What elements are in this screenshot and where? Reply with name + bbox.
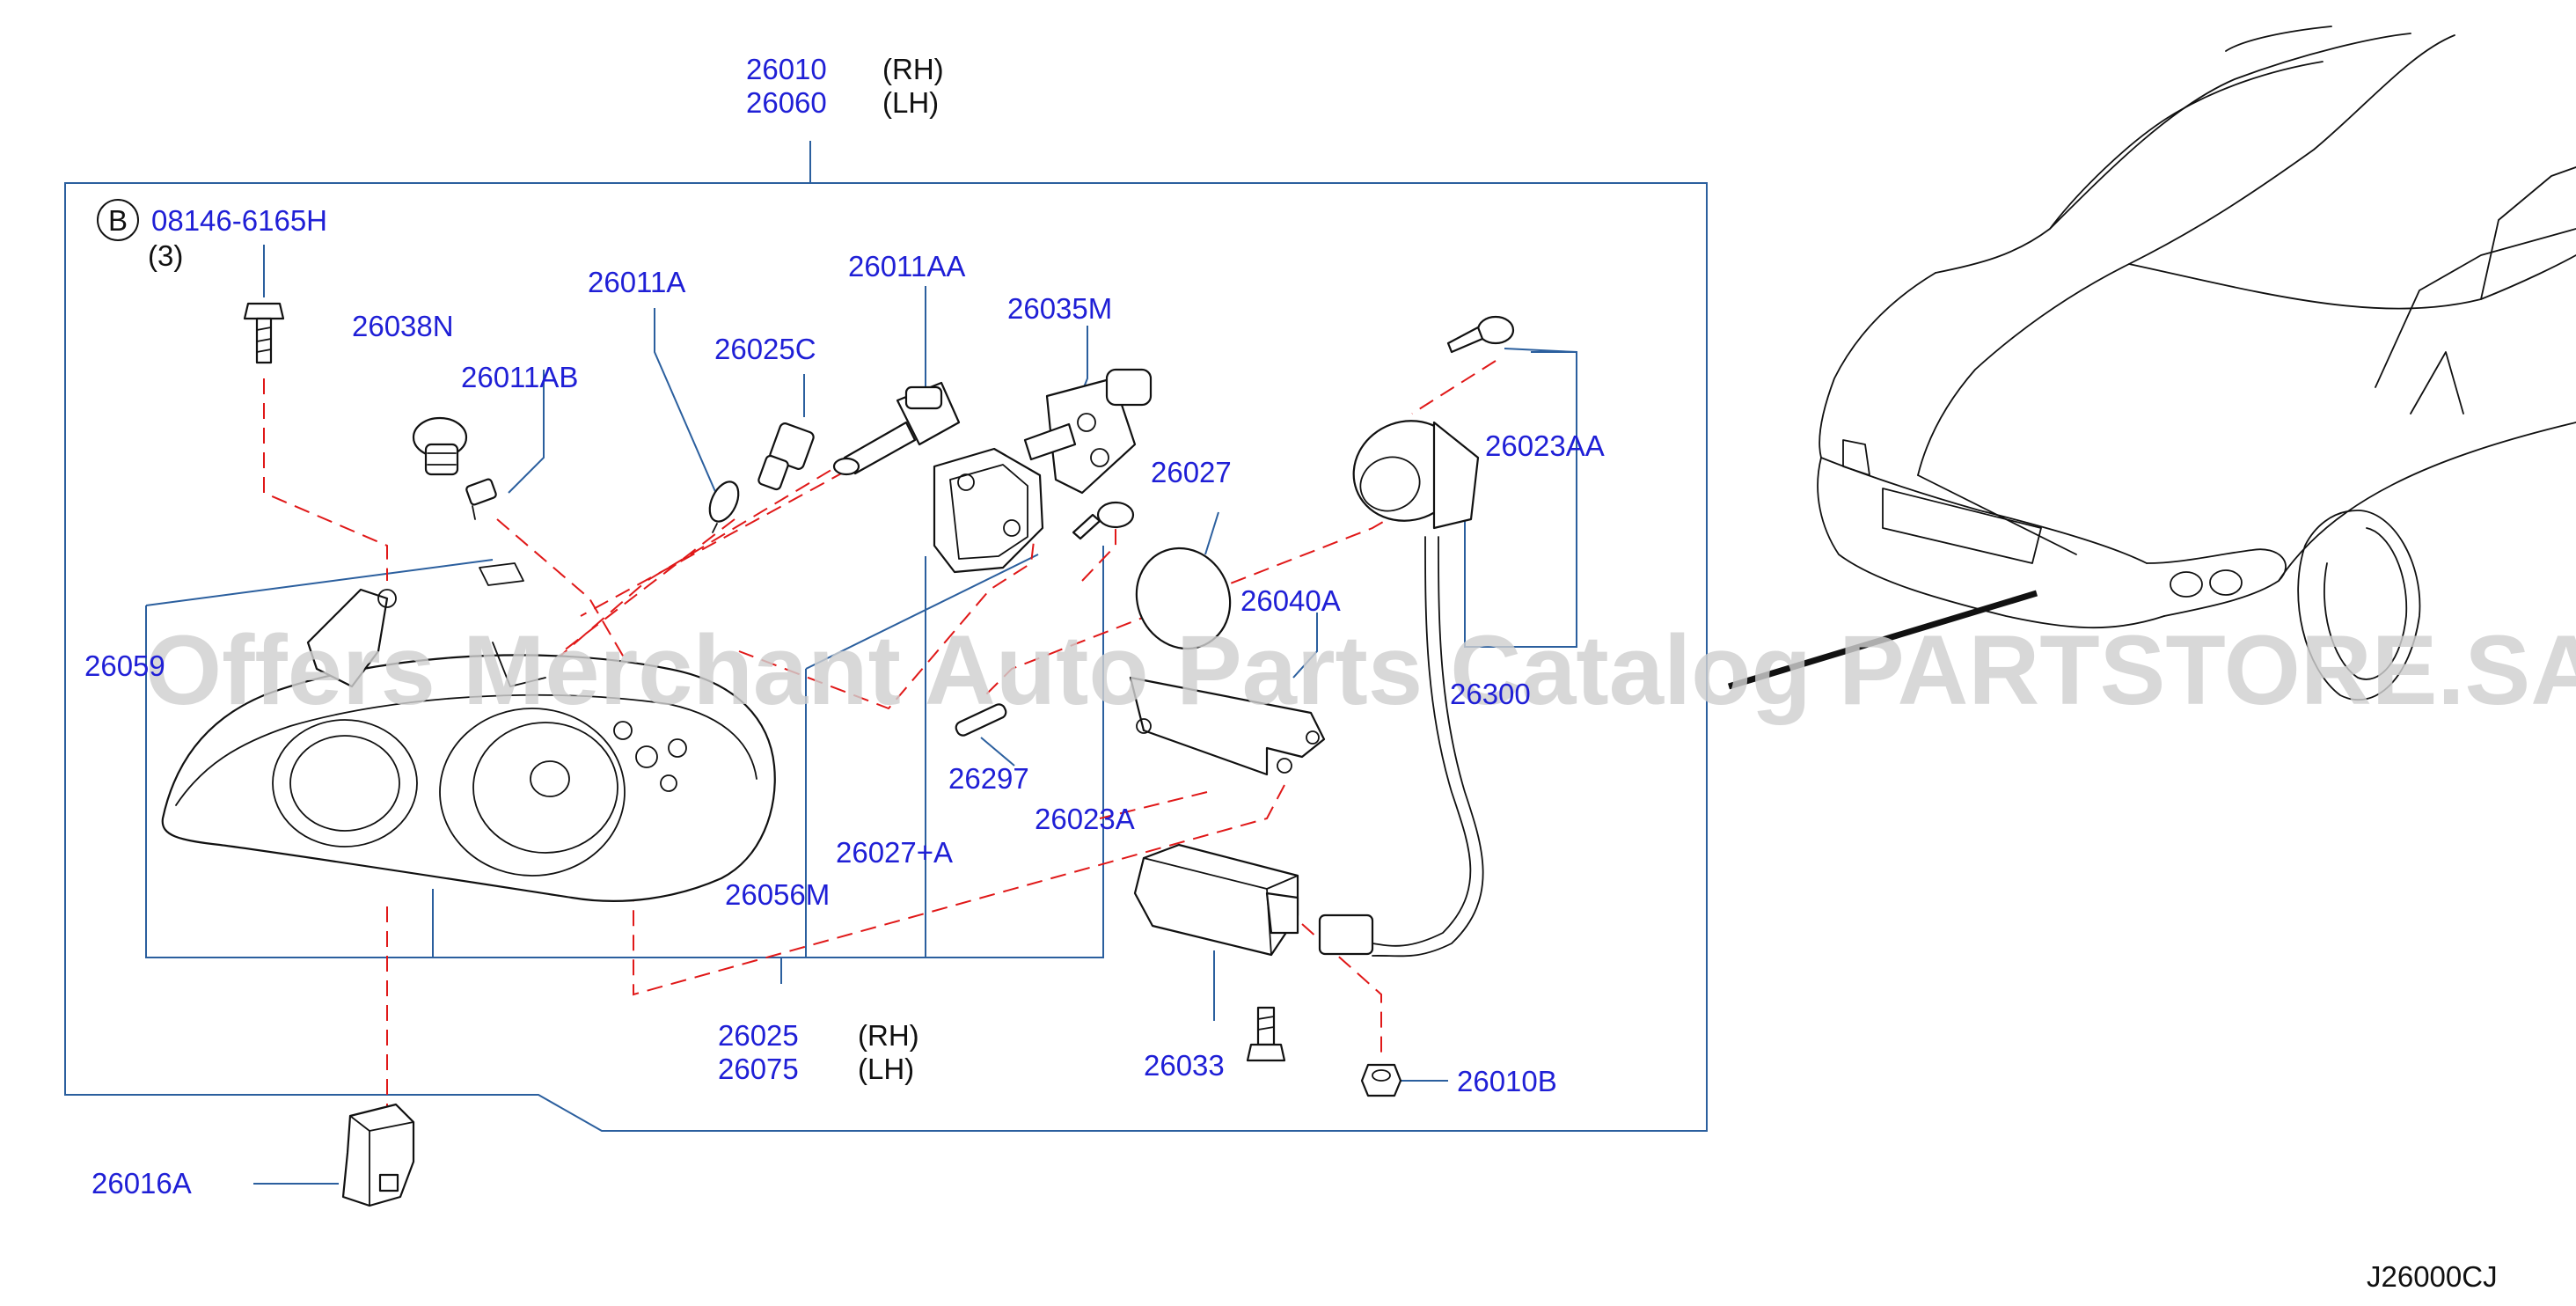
mounting-bracket-icon [1129, 676, 1326, 776]
bolt-callout-circle [97, 199, 139, 241]
part-number-26059[interactable]: 26059 [84, 649, 165, 682]
housing-rh-note: (RH) [858, 1019, 919, 1052]
part-number-26023AA[interactable]: 26023AA [1485, 429, 1605, 462]
vehicle-illustration [1727, 26, 2576, 701]
part-number-26300[interactable]: 26300 [1450, 678, 1531, 710]
watermark: Offers Merchant Auto Parts Catalog PARTS… [145, 615, 2576, 725]
part-number-26010B[interactable]: 26010B [1457, 1065, 1557, 1097]
screw-top-icon [1446, 315, 1515, 354]
part-number-26025[interactable]: 26025 [718, 1019, 799, 1052]
bolt-icon [243, 302, 285, 364]
hid-bulb-icon [832, 381, 961, 476]
hid-igniter-icon [1318, 420, 1484, 957]
bulb-socket-icon [412, 416, 468, 476]
headlamp-housing [161, 562, 776, 902]
socket-icon [757, 422, 815, 491]
part-number-26027-A[interactable]: 26027+A [836, 836, 953, 869]
bolt-callout-letter: B [108, 204, 128, 237]
leveling-motor-icon [1023, 368, 1153, 495]
part-number-26016A[interactable]: 26016A [91, 1167, 192, 1200]
housing-lh-note: (LH) [858, 1053, 914, 1085]
part-number-26035M[interactable]: 26035M [1007, 292, 1112, 325]
diagram-code: J26000CJ [2367, 1260, 2498, 1293]
part-number-26056M[interactable]: 26056M [725, 878, 830, 911]
part-number-26038N[interactable]: 26038N [352, 310, 454, 342]
part-number-26010[interactable]: 26010 [746, 53, 827, 85]
part-number-26027[interactable]: 26027 [1151, 456, 1232, 488]
part-number-26033[interactable]: 26033 [1144, 1049, 1225, 1082]
labels: 26010 (RH) 26060 (LH) B 08146-6165H (3) … [84, 53, 2498, 1293]
ballast-bolt-icon [1246, 1006, 1286, 1062]
part-number-26011AA[interactable]: 26011AA [848, 250, 965, 282]
part-icons [243, 302, 1515, 1207]
ballast-unit-icon [1133, 843, 1299, 957]
leader-lines [64, 141, 1708, 1185]
small-bulb-icon [465, 478, 497, 520]
part-number-26297[interactable]: 26297 [948, 762, 1029, 795]
dust-cap-icon [1135, 547, 1232, 650]
part-number-26075[interactable]: 26075 [718, 1053, 799, 1085]
rh-note: (RH) [882, 53, 944, 85]
part-number-26011AB[interactable]: 26011AB [461, 361, 578, 393]
part-number-26025C[interactable]: 26025C [714, 333, 816, 365]
screw-icon [1072, 501, 1135, 540]
part-number-26060[interactable]: 26060 [746, 86, 827, 119]
nut-icon [1360, 1063, 1402, 1097]
bolt-quantity: (3) [148, 239, 183, 272]
lh-note: (LH) [882, 86, 939, 119]
part-number-26023A[interactable]: 26023A [1035, 803, 1135, 835]
part-number-08146-6165H[interactable]: 08146-6165H [151, 204, 327, 237]
bulb-cover-icon [933, 447, 1044, 574]
part-number-26011A[interactable]: 26011A [588, 266, 685, 298]
side-bulb-icon [955, 703, 1007, 737]
retaining-clip-icon [341, 1103, 415, 1207]
part-number-26040A[interactable]: 26040A [1240, 584, 1341, 617]
bulb-icon [708, 481, 740, 533]
